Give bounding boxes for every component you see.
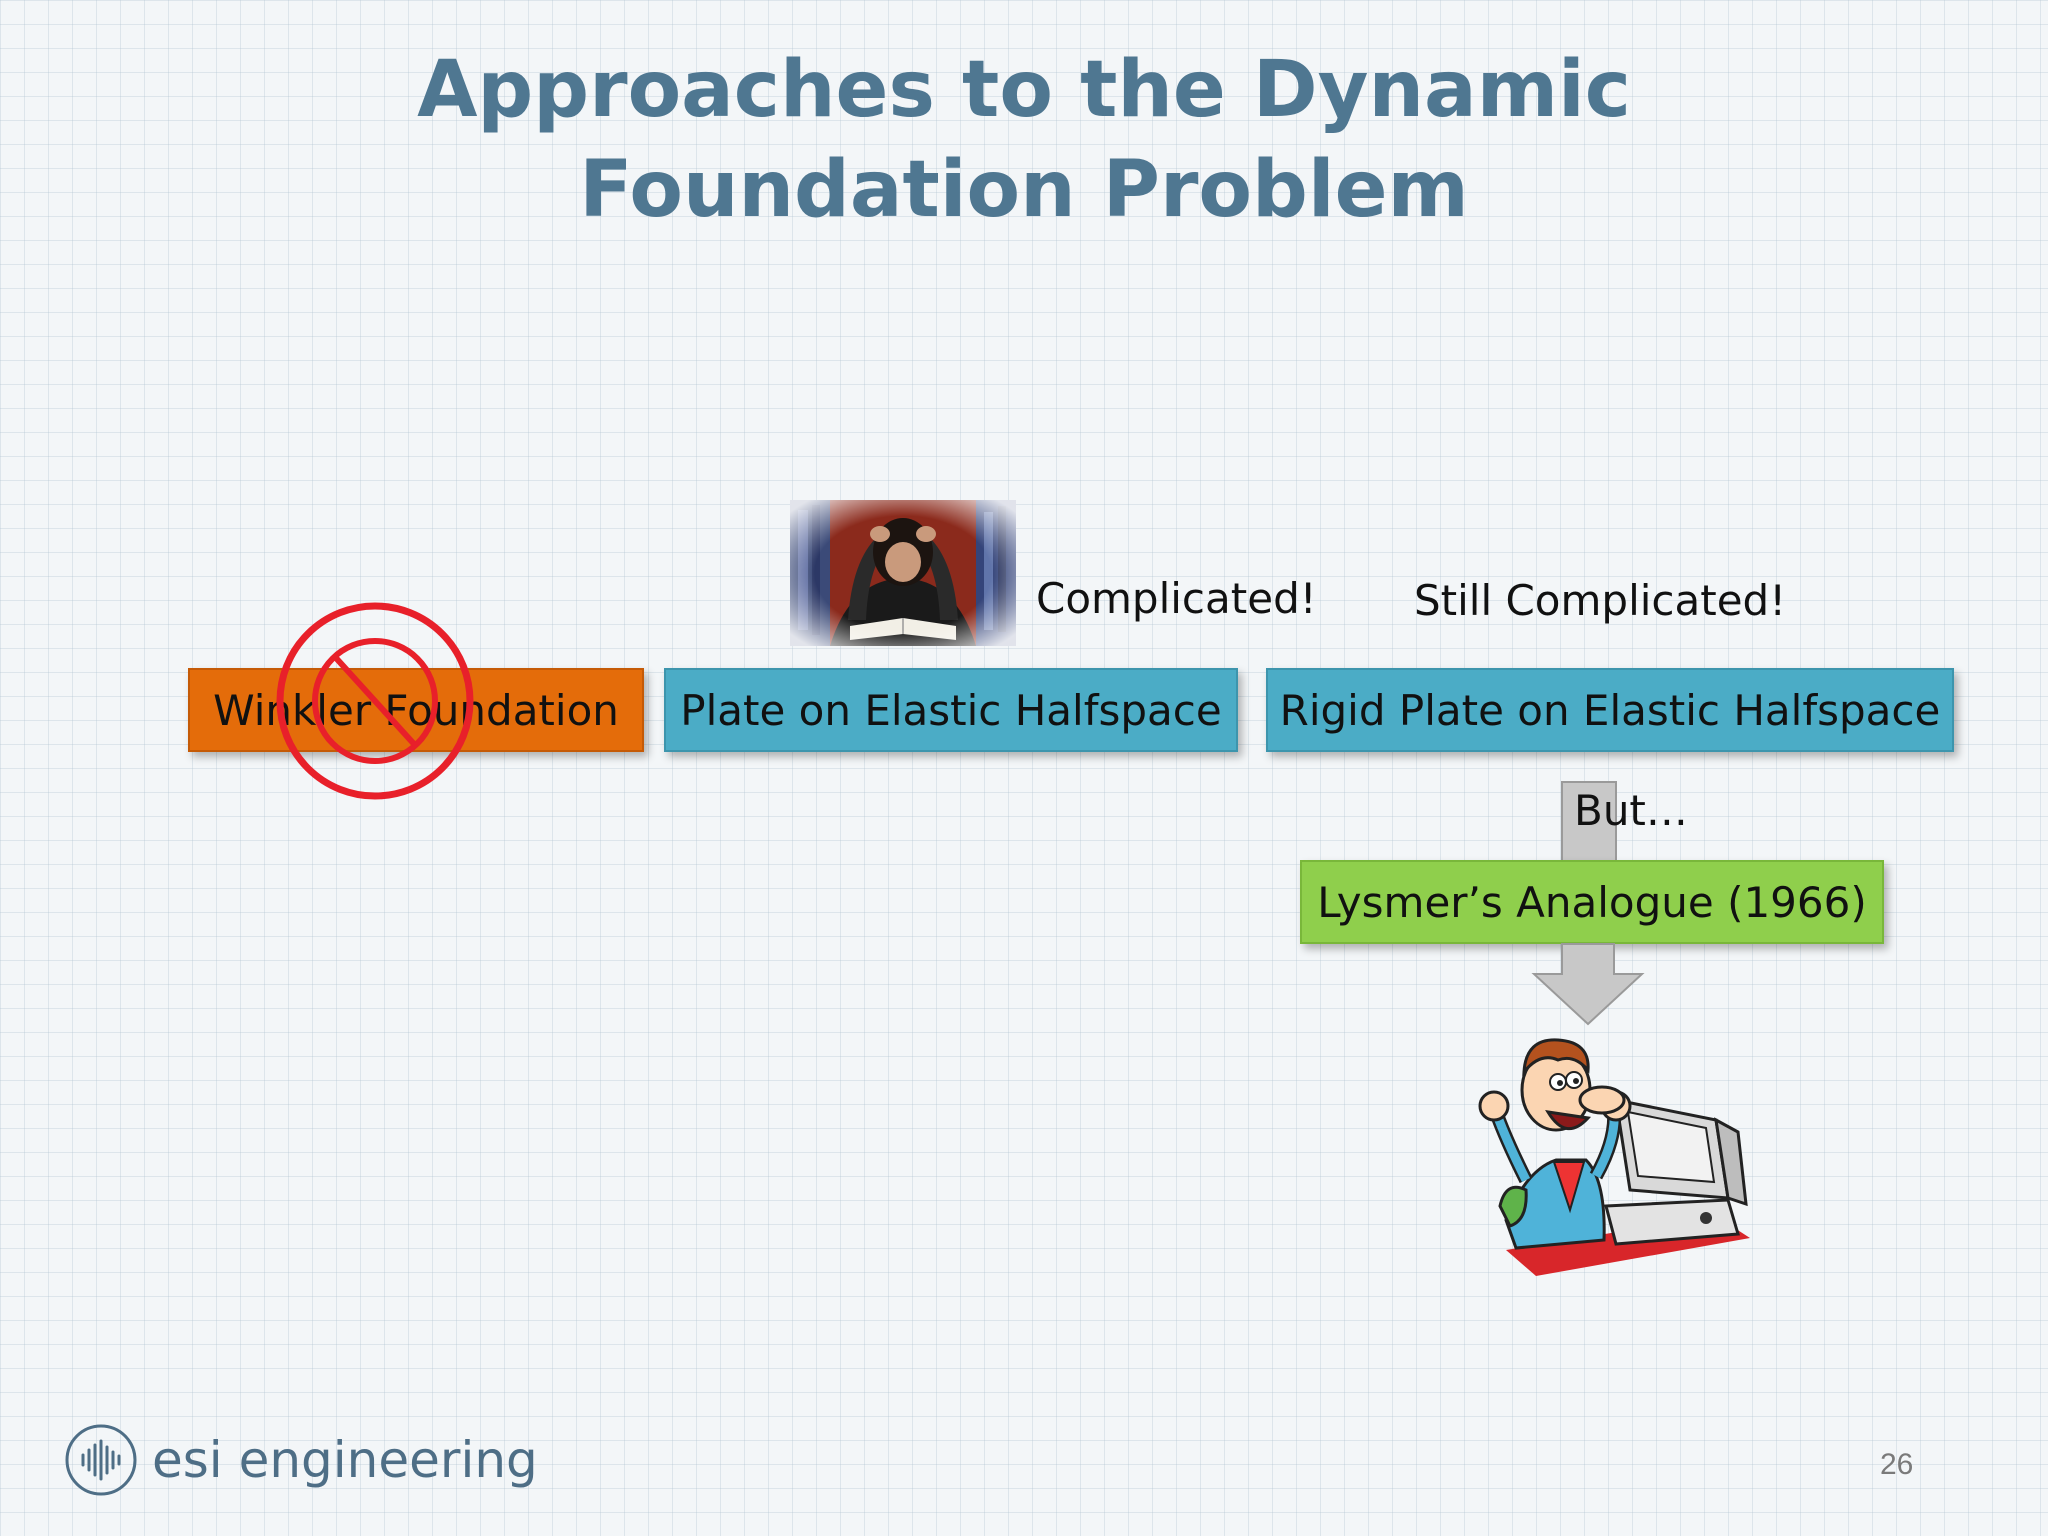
title-line-2: Foundation Problem [579, 145, 1469, 235]
no-symbol-icon [276, 602, 474, 800]
note-still-complicated: Still Complicated! [1414, 576, 1787, 625]
slide-title: Approaches to the Dynamic Foundation Pro… [0, 40, 2048, 240]
stressed-student-illustration [790, 500, 1016, 646]
plate-on-elastic-halfspace-box: Plate on Elastic Halfspace [664, 668, 1238, 752]
arrow-to-lysmer [1561, 781, 1617, 867]
title-line-1: Approaches to the Dynamic [417, 45, 1631, 135]
lysmer-analogue-box: Lysmer’s Analogue (1966) [1300, 860, 1884, 944]
note-complicated: Complicated! [1036, 574, 1317, 623]
page-number: 26 [1880, 1448, 1914, 1481]
sound-wave-icon [65, 1424, 137, 1496]
arrow-down-icon [1531, 943, 1645, 1026]
note-but: But… [1574, 786, 1688, 835]
rigid-plate-on-elastic-halfspace-box: Rigid Plate on Elastic Halfspace [1266, 668, 1954, 752]
happy-computer-user-illustration [1478, 1038, 1750, 1276]
logo-text: esi engineering [152, 1431, 538, 1489]
esi-engineering-logo: esi engineering [64, 1422, 538, 1498]
